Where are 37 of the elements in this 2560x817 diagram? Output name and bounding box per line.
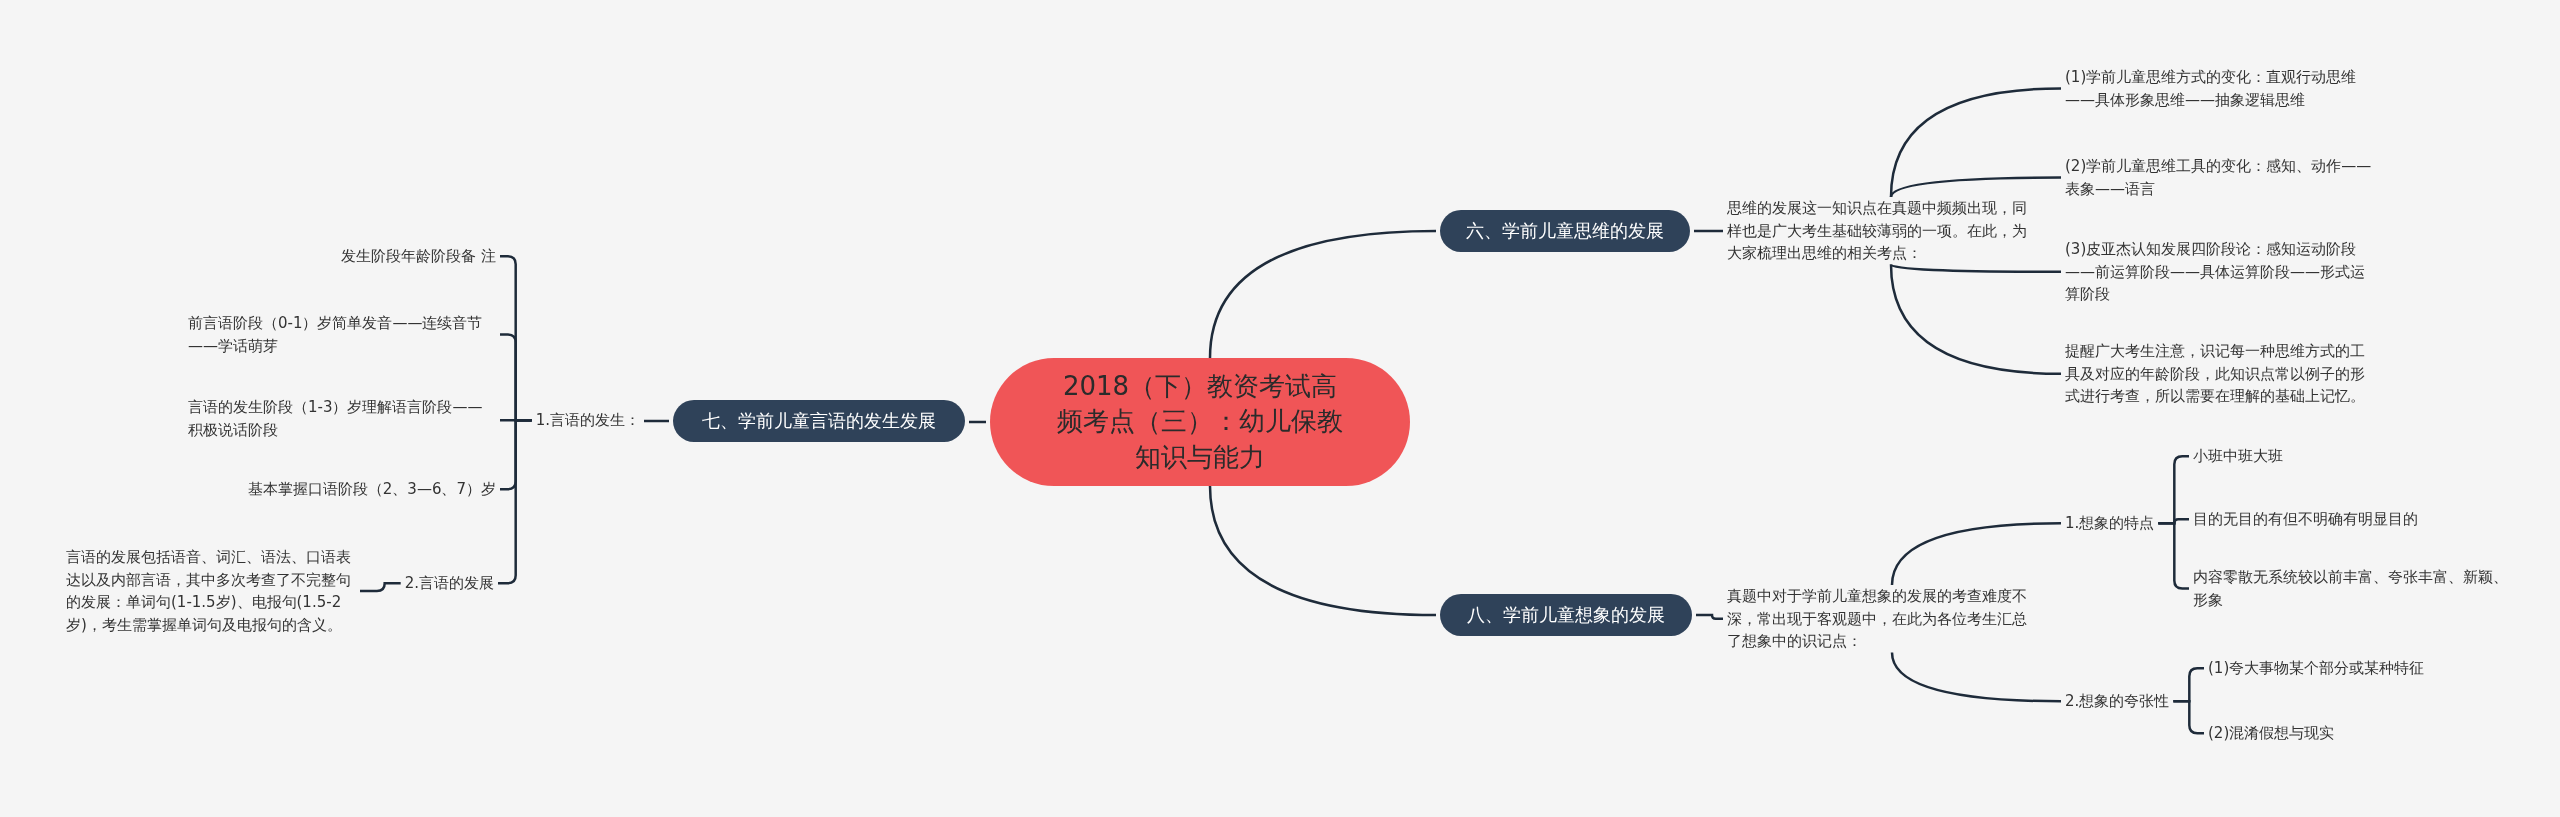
topic-text: 目的无目的有但不明确有明显目的: [2193, 508, 2418, 531]
connector-line: [1890, 652, 2061, 703]
topic-text: 思维的发展这一知识点在真题中频频出现，同样也是广大考生基础较薄弱的一项。在此，为大家梳理出思维的相关考点：: [1727, 197, 2035, 265]
topic-text: 小班中班大班: [2193, 445, 2283, 468]
topic-text: 提醒广大考生注意，识记每一种思维方式的工具及对应的年龄阶段，此知识点常以例子的形式进行考查，所以需要在理解的基础上记忆。: [2065, 340, 2377, 408]
topic-text: 2.言语的发展: [404, 572, 494, 595]
connector-line: [644, 419, 669, 423]
connector-line: [1890, 263, 2061, 273]
topic-text: (2)学前儿童思维工具的变化：感知、动作——表象——语言: [2065, 155, 2377, 200]
topic-text: (3)皮亚杰认知发展四阶段论：感知运动阶段——前运算阶段——具体运算阶段——形式运算阶段: [2065, 238, 2377, 306]
topic-text: 言语的发生阶段（1-3）岁理解语言阶段——积极说话阶段: [188, 396, 496, 441]
connector-line: [1889, 264, 2062, 375]
topic-text: (2)混淆假想与现实: [2208, 722, 2335, 745]
topic-text: (1)夸大事物某个部分或某种特征: [2208, 657, 2425, 680]
topic-text: (1)学前儿童思维方式的变化：直观行动思维——具体形象思维——抽象逻辑思维: [2065, 66, 2377, 111]
topic-text: 1.想象的特点: [2065, 512, 2155, 535]
connector-line: [1208, 229, 1437, 359]
topic-text: 真题中对于学前儿童想象的发展的考查难度不深，常出现于客观题中，在此为各位考生汇总了想象中的识记点：: [1727, 585, 2037, 653]
connector-line: [360, 582, 401, 593]
topic-text: 发生阶段年龄阶段备 注: [341, 245, 496, 268]
branch-topic: 七、学前儿童言语的发生发展: [673, 400, 965, 442]
connector-line: [1694, 229, 1723, 233]
topic-text: 1.言语的发生：: [535, 409, 640, 432]
connector-line: [1889, 176, 2061, 198]
topic-text: 前言语阶段（0-1）岁简单发音——连续音节——学话萌芽: [188, 312, 496, 357]
topic-text: 2.想象的夸张性: [2065, 690, 2170, 713]
topic-text: 基本掌握口语阶段（2、3—6、7）岁: [247, 478, 496, 501]
connector-line: [2173, 700, 2204, 735]
connector-line: [1890, 522, 2062, 586]
branch-topic: 六、学前儿童思维的发展: [1440, 210, 1690, 252]
connector-line: [1696, 613, 1723, 620]
topic-text: 内容零散无系统较以前丰富、夸张丰富、新颖、形象: [2193, 566, 2513, 611]
branch-topic: 八、学前儿童想象的发展: [1440, 594, 1692, 636]
connector-line: [1208, 485, 1437, 617]
central-topic: 2018（下）教资考试高频考点（三）：幼儿保教知识与能力: [990, 358, 1410, 486]
topic-text: 言语的发展包括语音、词汇、语法、口语表达以及内部言语，其中多次考查了不完整句的发展：单词句(1-1.5岁)、电报句(1.5-2岁)，考生需掌握单词句及电报句的含义。: [66, 546, 356, 636]
connector-line: [969, 420, 986, 424]
